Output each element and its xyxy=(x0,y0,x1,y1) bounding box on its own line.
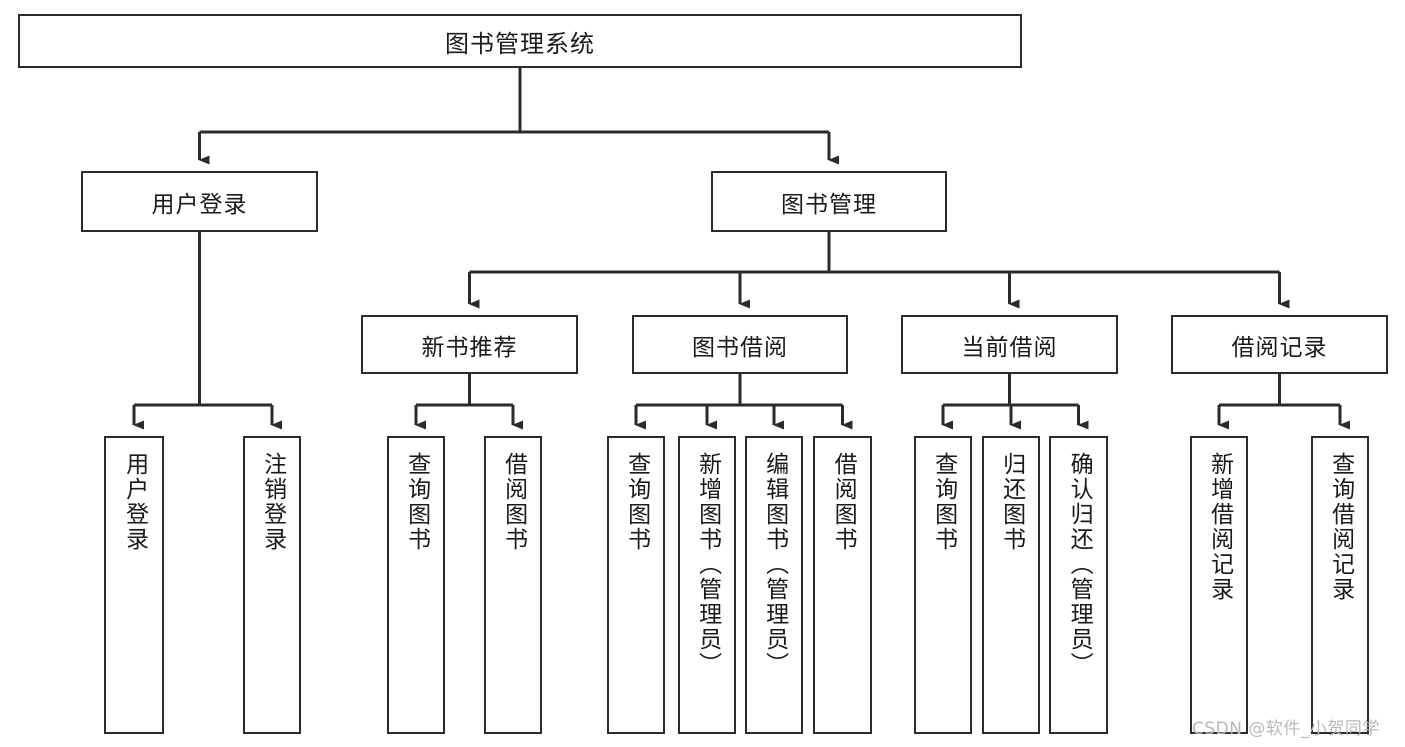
node-current-borrow-label: 当前借阅 xyxy=(961,334,1058,361)
node-leaf-br-add-record[interactable]: 新增借阅记录 xyxy=(1190,436,1248,734)
csdn-watermark: CSDN @软件_小贺同学 xyxy=(1192,719,1380,739)
node-leaf-cb-return-book-label: 归还图书 xyxy=(998,452,1025,552)
node-leaf-user-login-label: 用户登录 xyxy=(121,452,148,552)
node-leaf-cb-confirm-return[interactable]: 确认归还（管理员） xyxy=(1049,436,1108,734)
node-user-login[interactable]: 用户登录 xyxy=(81,171,318,232)
node-book-manage-label: 图书管理 xyxy=(781,191,877,218)
node-book-borrow[interactable]: 图书借阅 xyxy=(632,315,848,374)
node-current-borrow[interactable]: 当前借阅 xyxy=(901,315,1118,374)
node-leaf-rec-borrow-book-label: 借阅图书 xyxy=(500,452,527,552)
node-leaf-bb-borrow-book-label: 借阅图书 xyxy=(830,452,857,552)
node-root-label: 图书管理系统 xyxy=(445,29,595,58)
node-leaf-bb-borrow-book[interactable]: 借阅图书 xyxy=(813,436,872,734)
node-leaf-bb-query-book-label: 查询图书 xyxy=(623,452,650,552)
node-leaf-rec-query-book[interactable]: 查询图书 xyxy=(387,436,445,734)
node-leaf-rec-query-book-label: 查询图书 xyxy=(403,452,430,552)
node-borrow-record-label: 借阅记录 xyxy=(1231,334,1328,361)
node-leaf-cb-return-book[interactable]: 归还图书 xyxy=(982,436,1040,734)
node-root[interactable]: 图书管理系统 xyxy=(18,14,1022,68)
node-book-borrow-label: 图书借阅 xyxy=(692,334,788,361)
node-leaf-cb-query-book[interactable]: 查询图书 xyxy=(914,436,972,734)
node-leaf-br-query-record[interactable]: 查询借阅记录 xyxy=(1311,436,1369,734)
node-leaf-cb-query-book-label: 查询图书 xyxy=(930,452,957,552)
node-leaf-br-query-record-label: 查询借阅记录 xyxy=(1327,452,1354,602)
node-book-manage[interactable]: 图书管理 xyxy=(711,171,947,232)
node-leaf-user-login[interactable]: 用户登录 xyxy=(104,436,164,734)
node-borrow-record[interactable]: 借阅记录 xyxy=(1171,315,1388,374)
node-leaf-bb-edit-book-label: 编辑图书（管理员） xyxy=(761,452,788,677)
node-leaf-user-logout-label: 注销登录 xyxy=(259,452,286,552)
node-leaf-user-logout[interactable]: 注销登录 xyxy=(243,436,301,734)
node-leaf-bb-add-book[interactable]: 新增图书（管理员） xyxy=(678,436,736,734)
node-user-login-label: 用户登录 xyxy=(151,191,248,218)
node-new-book-rec[interactable]: 新书推荐 xyxy=(361,315,578,374)
node-leaf-rec-borrow-book[interactable]: 借阅图书 xyxy=(484,436,542,734)
node-leaf-bb-query-book[interactable]: 查询图书 xyxy=(607,436,665,734)
node-leaf-br-add-record-label: 新增借阅记录 xyxy=(1206,452,1233,602)
node-leaf-bb-add-book-label: 新增图书（管理员） xyxy=(694,452,721,677)
node-leaf-cb-confirm-return-label: 确认归还（管理员） xyxy=(1066,452,1093,677)
node-new-book-rec-label: 新书推荐 xyxy=(421,334,518,361)
node-leaf-bb-edit-book[interactable]: 编辑图书（管理员） xyxy=(745,436,803,734)
